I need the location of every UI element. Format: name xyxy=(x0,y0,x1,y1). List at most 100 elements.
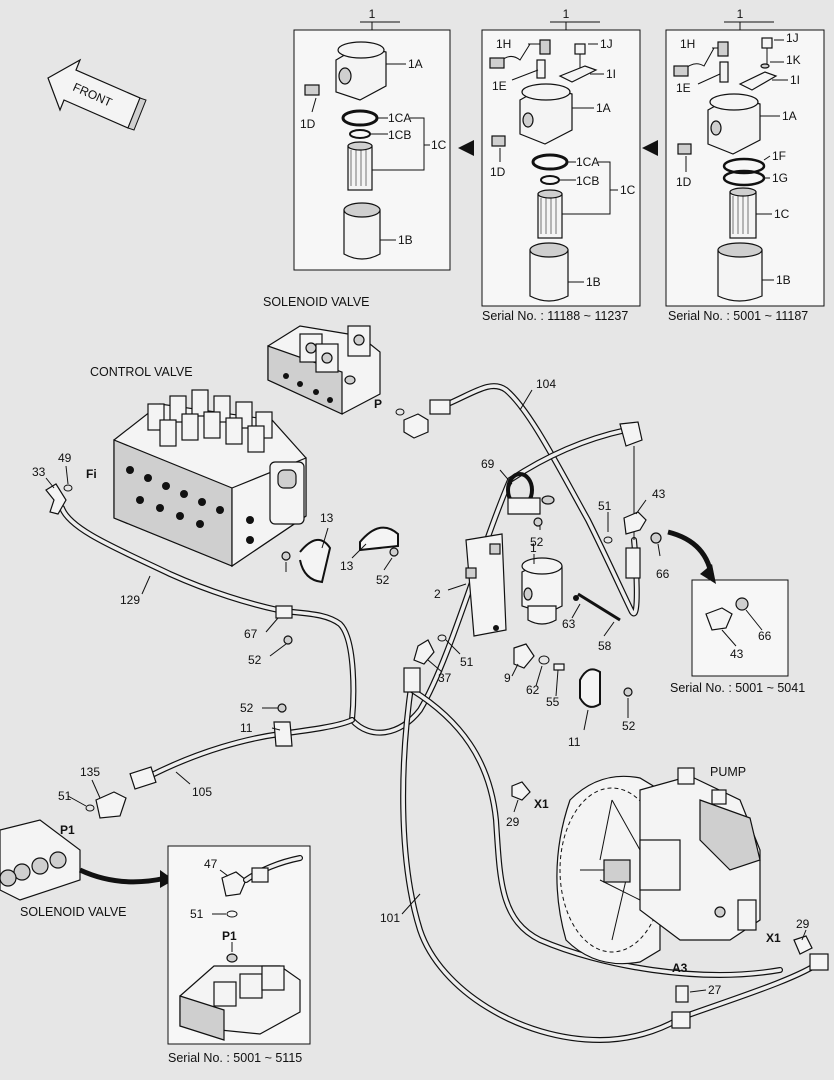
callout-labels: 104 69 43 51 66 52 13 13 52 33 49 1 2 63… xyxy=(32,377,810,997)
callout-33: 33 xyxy=(32,465,46,479)
inset-solenoid: 47 51 P1 Serial No. : 5001 ~ 5115 xyxy=(167,845,311,1065)
callout-55: 55 xyxy=(546,695,560,709)
inset-c-part-10: 1C xyxy=(774,207,790,221)
front-arrow-icon: FRONT xyxy=(47,58,147,131)
callout-9: 9 xyxy=(504,671,511,685)
inset-a-title: 1 xyxy=(369,7,376,21)
callout-11: 11 xyxy=(568,735,581,749)
callout-105: 105 xyxy=(192,785,212,799)
inset-a-part-6: 1B xyxy=(398,233,413,247)
inset-solenoid-part-1: 47 xyxy=(204,857,218,871)
callout-52d: 52 xyxy=(622,719,636,733)
inset-fitting: 43 66 Serial No. : 5001 ~ 5041 xyxy=(667,529,805,695)
arrow-left-icon xyxy=(458,140,474,156)
callout-135: 135 xyxy=(80,765,100,779)
leader-lines xyxy=(45,389,807,993)
spool-caps xyxy=(147,389,273,453)
port-p-label: P xyxy=(374,397,382,411)
callout-2: 2 xyxy=(434,587,441,601)
callout-52: 52 xyxy=(530,535,544,549)
inset-a-part-4: 1CB xyxy=(388,128,411,142)
control-valve-ports xyxy=(126,466,254,544)
callout-129: 129 xyxy=(120,593,140,607)
fitting-43 xyxy=(603,511,662,544)
callout-13: 13 xyxy=(320,511,334,525)
callout-29: 29 xyxy=(506,815,520,829)
inset-a-part-1: 1A xyxy=(408,57,423,71)
fittings-9-62-55 xyxy=(437,634,565,671)
callout-52e: 52 xyxy=(240,701,254,715)
inset-solenoid-part-2: 51 xyxy=(190,907,204,921)
callout-43: 43 xyxy=(652,487,666,501)
port-x1b-label: X1 xyxy=(766,931,781,945)
clamp-11-left xyxy=(273,703,293,747)
inset-c-part-11: 1B xyxy=(776,273,791,287)
inset-solenoid-part-3: P1 xyxy=(222,929,237,943)
callout-58: 58 xyxy=(598,639,612,653)
inset-b-part-7: 1CA xyxy=(576,155,599,169)
callout-11b: 11 xyxy=(240,721,253,735)
callout-49: 49 xyxy=(58,451,72,465)
port-fi-label: Fi xyxy=(86,467,97,481)
clamp-13-b xyxy=(359,526,399,557)
inset-b-title: 1 xyxy=(563,7,570,21)
inset-c-part-8: 1F xyxy=(772,149,786,163)
inset-solenoid-serial: Serial No. : 5001 ~ 5115 xyxy=(168,1051,302,1065)
inset-c-part-1: 1H xyxy=(680,37,695,51)
callout-51b: 51 xyxy=(460,655,474,669)
callout-62: 62 xyxy=(526,683,540,697)
inset-filter-c: 1 1H 1J 1K 1E 1I 1A 1D xyxy=(665,7,825,323)
port-x1-label: X1 xyxy=(534,797,549,811)
inset-c-part-7: 1D xyxy=(676,175,692,189)
callout-1: 1 xyxy=(530,541,537,555)
inset-c-part-2: 1J xyxy=(786,31,799,45)
inset-c-serial: Serial No. : 5001 ~ 11187 xyxy=(668,309,808,323)
filter-assembly-1 xyxy=(521,557,621,625)
callout-63: 63 xyxy=(562,617,576,631)
callout-27: 27 xyxy=(708,983,722,997)
solenoid-valve-top: SOLENOID VALVE P xyxy=(263,295,429,439)
pump-label: PUMP xyxy=(710,765,746,779)
inset-filter-b: 1 1H 1J 1E 1I 1A 1D 1CA xyxy=(481,7,641,323)
control-valve: CONTROL VALVE Fi xyxy=(86,365,307,568)
callout-101: 101 xyxy=(380,911,400,925)
port-a3-label: A3 xyxy=(672,961,688,975)
solenoid-top-label: SOLENOID VALVE xyxy=(263,295,370,309)
inset-filter-a: 1 1A 1D 1CA 1CB 1C 1B xyxy=(293,7,451,271)
hose-101 xyxy=(400,639,829,1044)
inset-b-part-2: 1J xyxy=(600,37,613,51)
inset-c-title: 1 xyxy=(737,7,744,21)
hose-105 xyxy=(85,717,355,819)
inset-b-part-5: 1A xyxy=(596,101,611,115)
inset-a-part-2: 1D xyxy=(300,117,316,131)
inset-fitting-part-1: 43 xyxy=(730,647,744,661)
callout-37: 37 xyxy=(438,671,452,685)
inset-b-serial: Serial No. : 11188 ~ 11237 xyxy=(482,309,628,323)
solenoid-left-label: SOLENOID VALVE xyxy=(20,905,127,919)
callout-104: 104 xyxy=(536,377,556,391)
callout-66: 66 xyxy=(656,567,670,581)
hose-129 xyxy=(45,483,357,723)
arrow-left-icon-2 xyxy=(642,140,658,156)
pump: PUMP X1 X1 A3 xyxy=(511,765,813,1003)
inset-c-part-6: 1A xyxy=(782,109,797,123)
callout-29b: 29 xyxy=(796,917,810,931)
inset-fitting-serial: Serial No. : 5001 ~ 5041 xyxy=(670,681,805,695)
inset-c-part-4: 1E xyxy=(676,81,691,95)
inset-c-part-3: 1K xyxy=(786,53,801,67)
callout-13b: 13 xyxy=(340,559,354,573)
inset-b-part-6: 1D xyxy=(490,165,506,179)
callout-51c: 51 xyxy=(58,789,72,803)
inset-b-part-10: 1B xyxy=(586,275,601,289)
inset-a-part-3: 1CA xyxy=(388,111,411,125)
inset-b-part-3: 1E xyxy=(492,79,507,93)
inset-b-part-1: 1H xyxy=(496,37,511,51)
clamp-69 xyxy=(506,472,555,527)
clamp-11-right xyxy=(579,668,633,708)
callout-52c: 52 xyxy=(248,653,262,667)
inset-b-part-4: 1I xyxy=(606,67,616,81)
callout-52b: 52 xyxy=(376,573,390,587)
hose-104 xyxy=(429,383,641,617)
